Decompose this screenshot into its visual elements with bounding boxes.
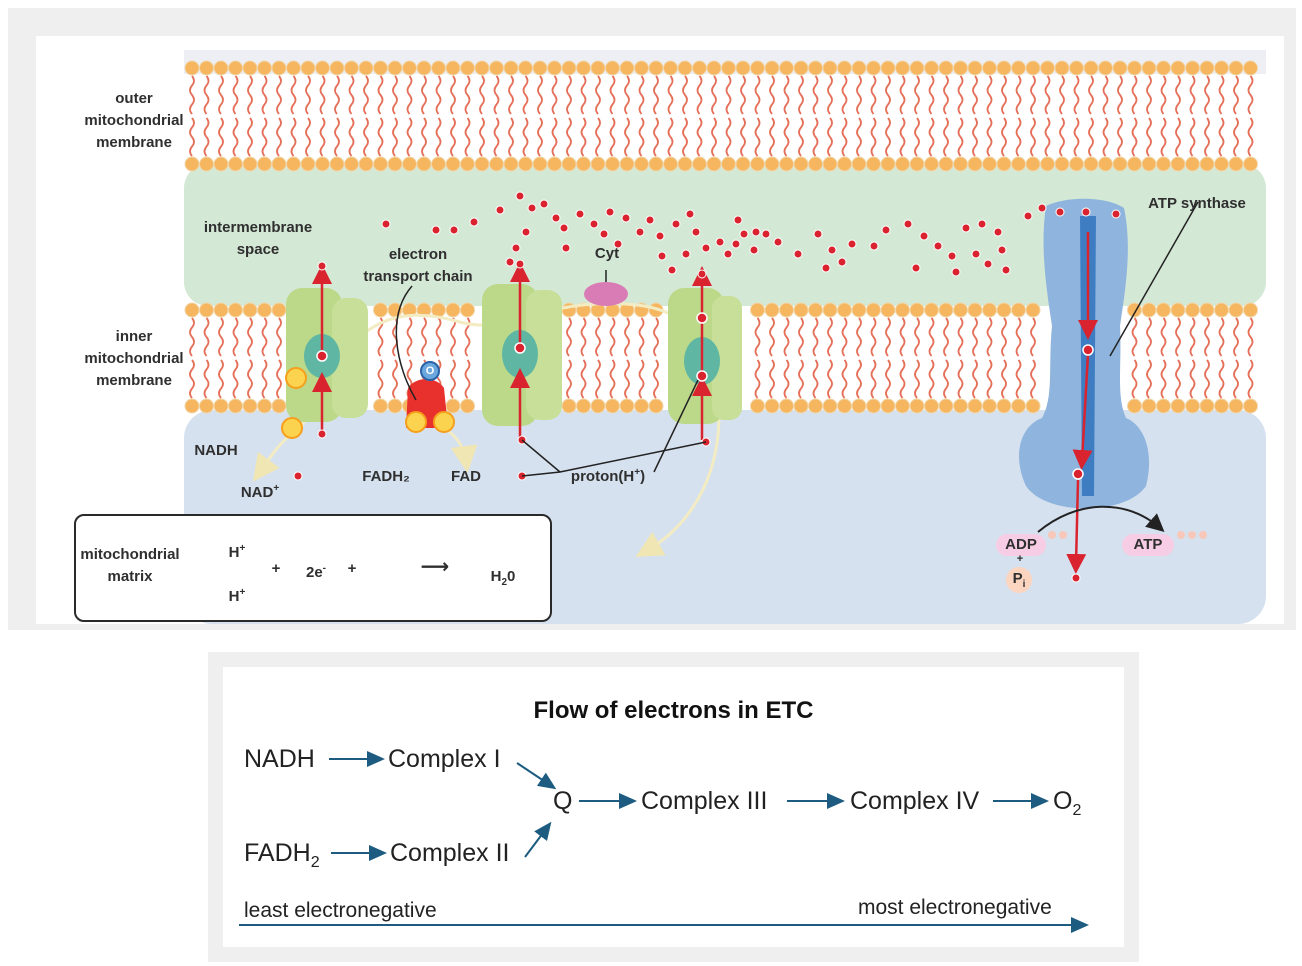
eq-two-electrons: 2e- [305,563,327,581]
atp-label: ATP [1133,536,1163,553]
eq-plus-1: + [271,560,281,577]
flow-q: Q [553,787,573,815]
electron-flow-frame: Flow of electrons in ETC NADH Complex I … [208,652,1139,962]
intermembrane-region [184,164,1266,306]
flow-title: Flow of electrons in ETC [533,697,814,724]
adp-plus: + [1016,553,1024,565]
adp-box [996,534,1046,556]
flow-complex-ii: Complex II [390,839,510,867]
cytochrome-c [584,270,628,306]
nad-plus-label: NAD+ [240,483,280,501]
complex-ii [405,361,455,433]
atp-synthase-label: ATP synthase [1148,195,1246,212]
etc-pointer-line [395,285,417,401]
flow-complex-i: Complex I [388,745,501,773]
flow-complex-iii: Complex III [641,787,768,815]
eq-arrow: ⟶ [420,556,450,578]
fad-label: FAD [451,468,481,485]
eq-h-plus-bottom: H+ [228,587,246,605]
inner-membrane-bilayer [184,302,1258,414]
flow-nadh: NADH [244,745,315,773]
complex-i [281,264,368,439]
nadh-label: NADH [194,442,238,459]
electron-flow-panel: Flow of electrons in ETC NADH Complex I … [223,667,1124,947]
complex-iv [668,266,742,440]
atp-box [1122,534,1174,556]
eq-h-plus-top: H+ [228,543,246,561]
least-electronegative-label: least electronegative [244,899,437,922]
flow-complex-iv: Complex IV [850,787,980,815]
complex-iii [482,262,562,438]
adp-label: ADP [1005,536,1037,553]
etc-oxygen-symbol: O [425,365,435,377]
arrow-complex-i-q [516,762,557,790]
fadh2-label: FADH₂ [362,468,410,485]
adp-to-atp-arrow [1037,505,1165,533]
arrow-complex-ii-q [524,821,552,858]
mitochondrial-membrane-diagram [184,50,1266,624]
atp-synthase [1019,198,1199,574]
pi-label: Pi [1012,570,1026,590]
eq-oxygen-symbol: O [381,563,391,575]
proton-dots [293,191,1121,583]
flow-arrows [239,751,1089,933]
eq-plus-2: + [347,560,357,577]
most-electronegative-label: most electronegative [858,896,1052,919]
flow-o2: O2 [1053,787,1082,819]
cyt-label: Cyt [594,245,620,262]
outer-membrane-bilayer [184,60,1258,172]
eq-water-label: H20 [490,568,516,588]
flow-fadh2: FADH2 [244,839,320,871]
pi-circle [1006,567,1032,593]
proton-label: proton(H+) [570,467,646,485]
